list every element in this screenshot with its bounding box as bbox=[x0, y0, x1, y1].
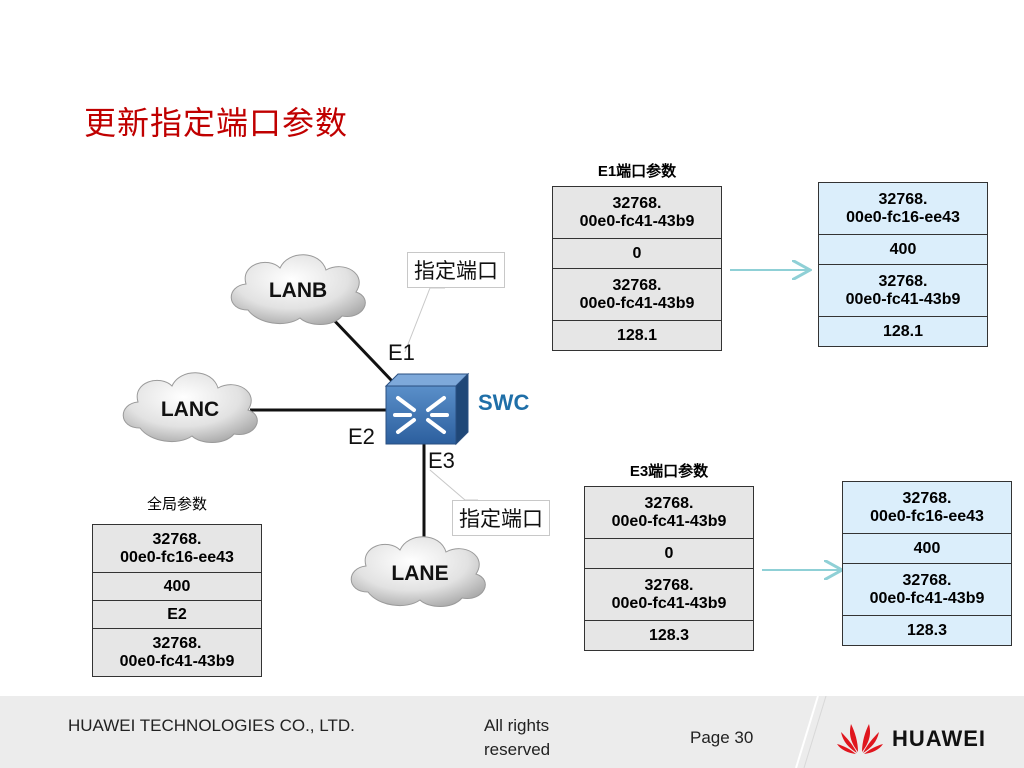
e3u-cell-root-id: 32768. 00e0-fc16-ee43 bbox=[842, 481, 1012, 534]
e1u-cell-cost: 400 bbox=[818, 234, 988, 265]
cloud-lane bbox=[350, 536, 486, 607]
e3-cell-bridge-id: 32768. 00e0-fc41-43b9 bbox=[584, 568, 754, 621]
e1-cell-root-id: 32768. 00e0-fc41-43b9 bbox=[552, 186, 722, 239]
e3-port-table: 32768. 00e0-fc41-43b9 0 32768. 00e0-fc41… bbox=[584, 486, 754, 651]
link-lanb-e1 bbox=[328, 314, 395, 384]
callout-e1-designated-port: 指定端口 bbox=[407, 252, 505, 288]
global-cell-bridge-id: 32768. 00e0-fc41-43b9 bbox=[92, 628, 262, 677]
e1-port-table: 32768. 00e0-fc41-43b9 0 32768. 00e0-fc41… bbox=[552, 186, 722, 351]
e3u-cell-bridge-id: 32768. 00e0-fc41-43b9 bbox=[842, 563, 1012, 616]
switch-label: SWC bbox=[478, 390, 530, 415]
global-cell-root-id: 32768. 00e0-fc16-ee43 bbox=[92, 524, 262, 573]
cloud-lanc bbox=[122, 372, 258, 443]
global-cell-root-port: E2 bbox=[92, 600, 262, 629]
global-params-table: 32768. 00e0-fc16-ee43 400 E2 32768. 00e0… bbox=[92, 524, 262, 677]
e3u-cell-cost: 400 bbox=[842, 533, 1012, 564]
e1u-cell-port-id: 128.1 bbox=[818, 316, 988, 347]
huawei-wordmark: HUAWEI bbox=[892, 726, 986, 751]
e3-cell-root-id: 32768. 00e0-fc41-43b9 bbox=[584, 486, 754, 539]
page-title: 更新指定端口参数 bbox=[84, 104, 349, 142]
e1-table-caption: E1端口参数 bbox=[597, 163, 677, 180]
switch-icon bbox=[384, 372, 470, 446]
footer-dividers bbox=[795, 696, 827, 768]
global-table-caption: 全局参数 bbox=[146, 496, 207, 513]
e3u-cell-port-id: 128.3 bbox=[842, 615, 1012, 646]
e1-cell-bridge-id: 32768. 00e0-fc41-43b9 bbox=[552, 268, 722, 321]
callout-e3-pointer bbox=[429, 469, 478, 501]
e1-cell-cost: 0 bbox=[552, 238, 722, 269]
lanb-label: LANB bbox=[268, 279, 328, 302]
port-e2-label: E2 bbox=[348, 424, 375, 449]
e1-cell-port-id: 128.1 bbox=[552, 320, 722, 351]
callout-e1-pointer bbox=[404, 287, 445, 353]
e3-table-caption: E3端口参数 bbox=[629, 463, 709, 480]
e1u-cell-root-id: 32768. 00e0-fc16-ee43 bbox=[818, 182, 988, 235]
e1-updated-table: 32768. 00e0-fc16-ee43 400 32768. 00e0-fc… bbox=[818, 182, 988, 347]
lanc-label: LANC bbox=[160, 398, 220, 421]
huawei-logo-icon bbox=[837, 724, 883, 754]
port-e3-label: E3 bbox=[428, 448, 455, 473]
cloud-lanb bbox=[230, 254, 366, 325]
footer-company: HUAWEI TECHNOLOGIES CO., LTD. bbox=[68, 716, 355, 735]
lane-label: LANE bbox=[391, 562, 449, 585]
port-e1-label: E1 bbox=[388, 340, 415, 365]
network-diagram bbox=[122, 254, 1024, 607]
e3-cell-cost: 0 bbox=[584, 538, 754, 569]
footer-rights: All rights reserved bbox=[484, 716, 551, 759]
e1u-cell-bridge-id: 32768. 00e0-fc41-43b9 bbox=[818, 264, 988, 317]
footer-page-number: Page 30 bbox=[690, 728, 754, 747]
e3-updated-table: 32768. 00e0-fc16-ee43 400 32768. 00e0-fc… bbox=[842, 481, 1012, 646]
callout-e3-designated-port: 指定端口 bbox=[452, 500, 550, 536]
global-cell-cost: 400 bbox=[92, 572, 262, 601]
e3-cell-port-id: 128.3 bbox=[584, 620, 754, 651]
footer-bar: HUAWEI TECHNOLOGIES CO., LTD. All rights… bbox=[0, 696, 1024, 768]
